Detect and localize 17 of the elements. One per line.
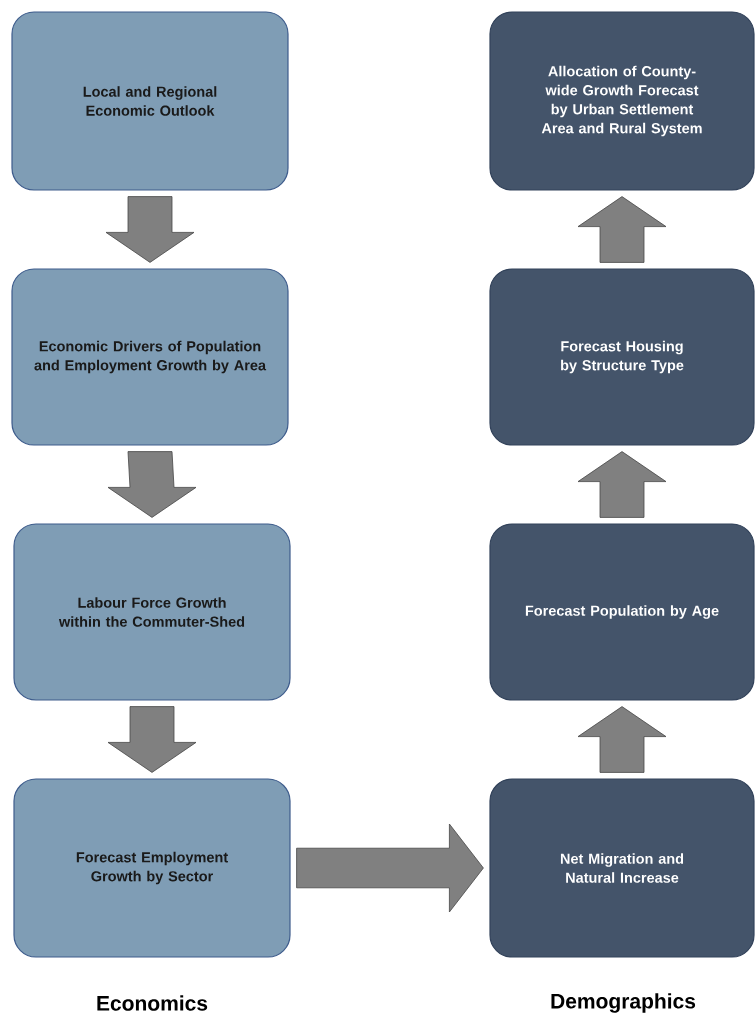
process-box: Labour Force Growth within the Commuter-Shed: [13, 523, 291, 701]
block-arrow: [577, 451, 667, 518]
block-arrow: [577, 706, 667, 773]
process-box: Net Migration and Natural Increase: [489, 778, 755, 958]
block-arrow: [107, 451, 197, 518]
block-arrow: [107, 706, 197, 773]
block-arrow: [577, 196, 667, 263]
process-box: Forecast Population by Age: [489, 523, 755, 701]
process-box: Allocation of County-wide Growth Forecast by Urban Settlement Area and Rural System: [489, 11, 755, 191]
column-heading: Economics: [97, 995, 208, 1011]
process-box: Local and Regional Economic Outlook: [11, 11, 289, 191]
block-arrow: [296, 823, 484, 913]
process-box: Forecast Housing by Structure Type: [489, 268, 755, 446]
process-box: Forecast Employment Growth by Sector: [13, 778, 291, 958]
process-box: Economic Drivers of Population and Employment Growth by Area: [11, 268, 289, 446]
column-heading: Demographics: [551, 993, 696, 1013]
block-arrow: [105, 196, 195, 263]
